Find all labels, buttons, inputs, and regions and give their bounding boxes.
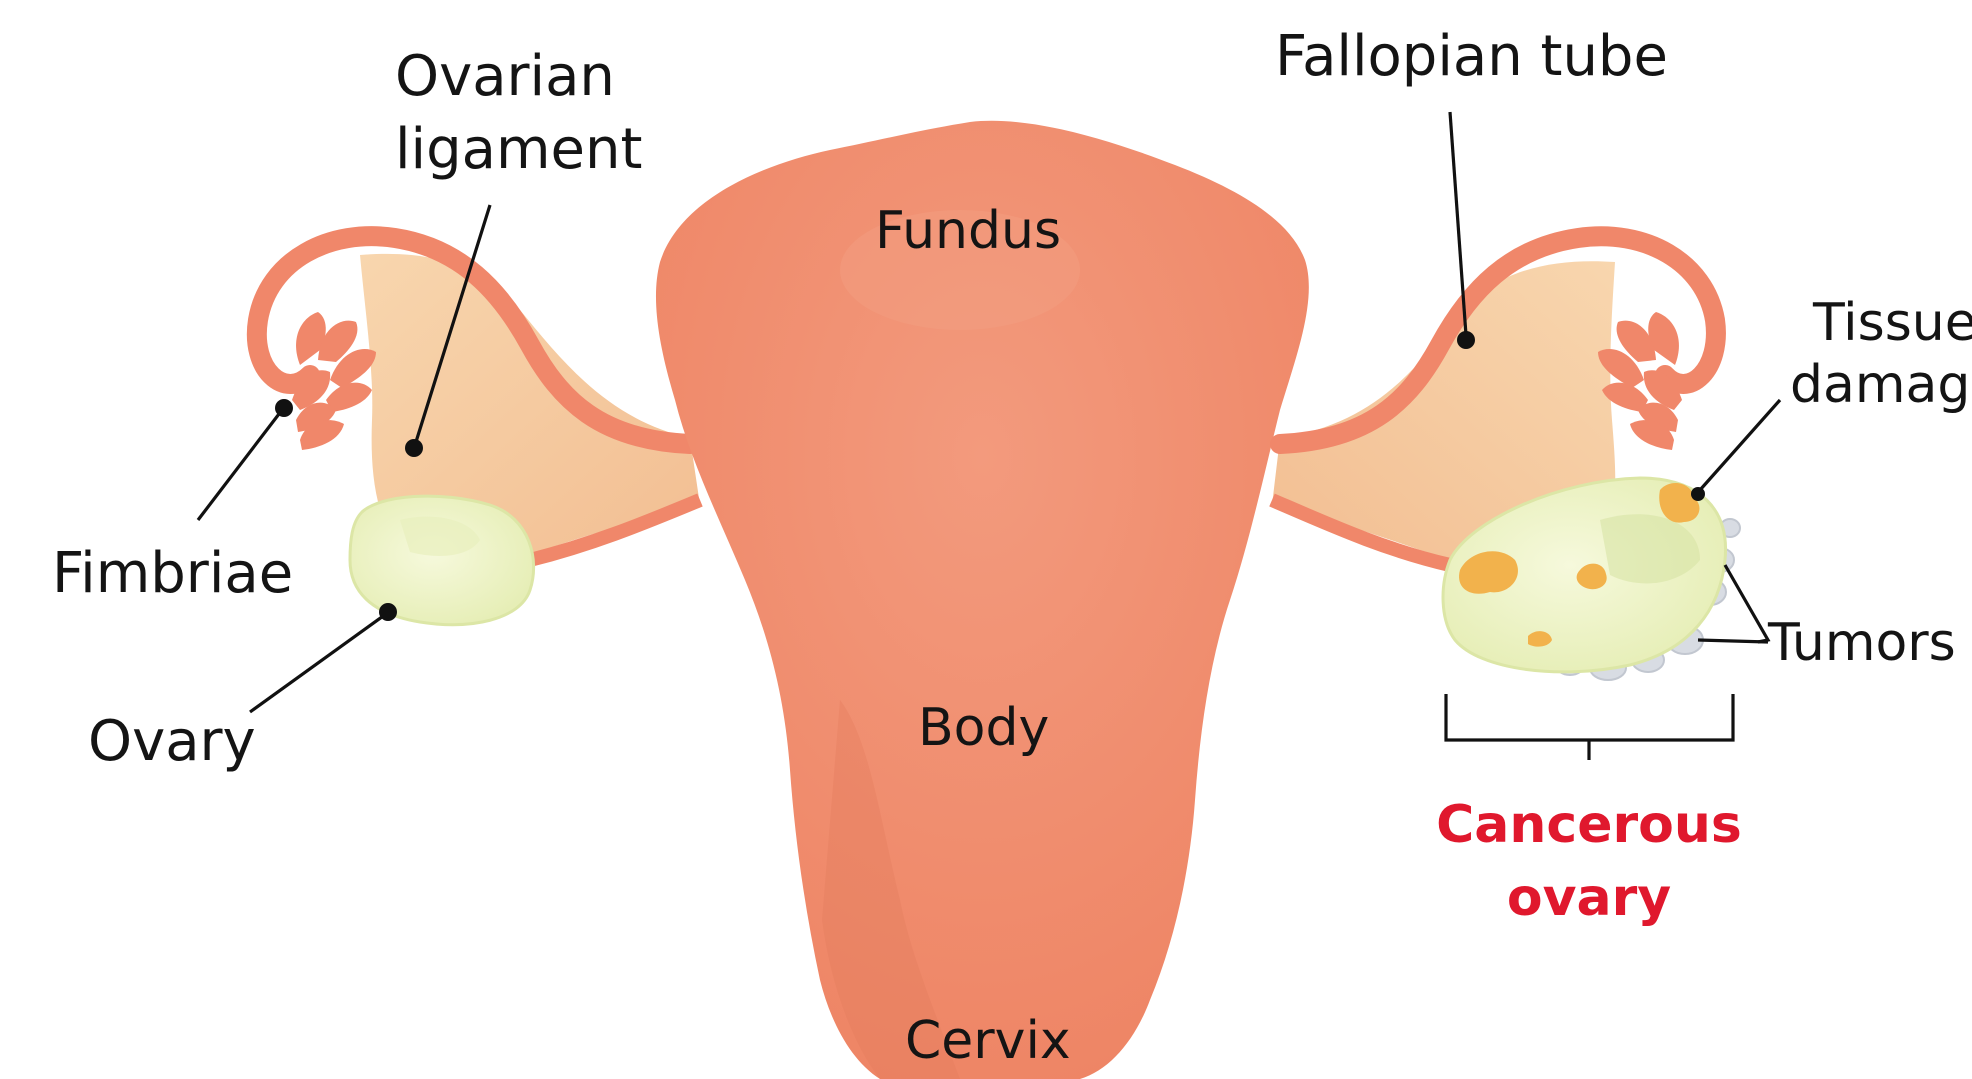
uterus [656,121,1309,1079]
label-fundus: Fundus [875,201,1061,261]
label-fallopian-tube: Fallopian tube [1275,24,1668,89]
left-adnexa [257,236,700,624]
label-body: Body [918,698,1049,758]
label-cervix: Cervix [905,1011,1071,1071]
label-tumors: Tumors [1767,613,1956,673]
label-ovarian-ligament-1: Ovarian [395,44,615,109]
label-cancerous-ovary-1: Cancerous [1436,795,1742,855]
label-tissue-damage-2: damage [1790,355,1972,415]
label-ovary: Ovary [88,709,256,774]
label-fimbriae: Fimbriae [52,541,293,606]
label-ovarian-ligament-2: ligament [395,117,642,182]
left-fimbriae [292,312,376,450]
left-ovary [350,496,534,625]
right-adnexa [1272,236,1740,680]
label-tissue-damage-1: Tissue [1812,293,1972,353]
label-cancerous-ovary-2: ovary [1507,868,1671,928]
